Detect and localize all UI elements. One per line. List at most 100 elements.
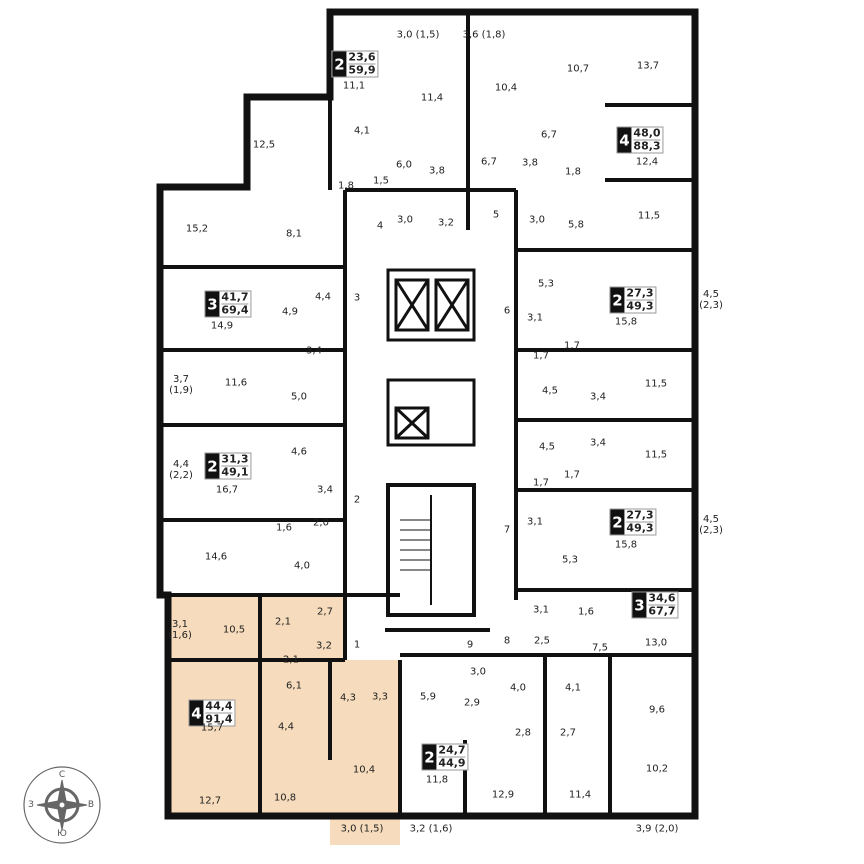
room-area-label: 15,8 [614,539,638,551]
room-area-label: 1,7 [564,340,580,352]
living-area: 24,7 [438,743,466,757]
room-area-label: 5,3 [538,278,554,290]
room-area-label: 8,1 [286,228,302,240]
room-count: 2 [610,509,625,535]
room-area-label: 4,0 [294,560,310,572]
room-area-label: 3,0 [470,666,486,678]
room-count: 3 [632,592,647,618]
room-area-label: 3,3 [372,691,388,703]
room-area-label: 1,5 [373,175,389,187]
total-area: 59,9 [348,63,376,77]
interior-walls [160,12,695,816]
room-area-label: 2,7 [317,606,333,618]
room-area-label: 2,0 [313,517,329,529]
room-area-label: 2,1 [283,654,299,666]
room-area-label: 3,1 [533,604,549,616]
room-area-label: 8 [503,635,511,647]
room-area-label: 16,7 [215,484,239,496]
compass-rose-icon [23,766,101,844]
total-area: 49,3 [626,299,654,313]
room-area-label: 3,2 (1,6) [409,823,453,835]
room-area-label: 7 [503,524,511,536]
room-area-label: 3,0 [397,214,413,226]
room-area-label: 1,8 [565,166,581,178]
room-area-label: 3,8 [522,157,538,169]
room-count: 3 [205,291,220,317]
room-count: 2 [332,51,347,77]
room-area-label: 1,7 [564,469,580,481]
living-area: 31,3 [221,452,249,466]
room-area-label: 5 [492,209,500,221]
room-count: 2 [205,453,220,479]
room-area-label: 1,8 [338,180,354,192]
room-area-label: 10,2 [645,763,669,775]
room-area-label: 2,1 [275,616,291,628]
room-area-label: 3,4 [590,437,606,449]
room-area-label: 11,5 [644,378,668,390]
room-area-label: 10,4 [352,764,376,776]
building-outline [156,8,699,820]
room-area-label: 4,5 [539,441,555,453]
total-area: 44,9 [438,756,466,770]
room-area-label: 12,5 [252,139,276,151]
room-area-label: 11,4 [568,789,592,801]
living-area: 48,0 [633,126,661,140]
room-area-label: 4,0 [510,682,526,694]
room-area-label: 1,7 [533,350,549,362]
total-area: 88,3 [633,139,661,153]
room-area-label: 4 [376,220,384,232]
room-area-label: 14,6 [204,551,228,563]
living-area: 23,6 [348,50,376,64]
room-area-label: 15,2 [185,223,209,235]
living-area: 27,3 [626,508,654,522]
room-area-label: 9,6 [649,704,665,716]
room-area-label: 7,5 [592,642,608,654]
room-area-label: 4,6 [291,446,307,458]
room-area-label: 3 [353,292,361,304]
room-area-label: 1 [353,639,361,651]
room-count: 4 [617,127,632,153]
room-area-label: 4,9 [282,306,298,318]
room-area-label: 11,1 [342,80,366,92]
room-area-label: 4,5 (2,3) [699,514,723,536]
room-area-label: 3,8 [429,165,445,177]
room-area-label: 5,9 [420,691,436,703]
room-area-label: 4,1 [565,682,581,694]
room-area-label: 6,1 [286,680,302,692]
room-area-label: 13,0 [644,637,668,649]
living-area: 44,4 [205,699,233,713]
room-area-label: 2,8 [515,727,531,739]
room-area-label: 3,4 [590,391,606,403]
room-area-label: 15,7 [200,722,224,734]
room-area-label: 4,1 [354,125,370,137]
room-area-label: 4,5 (2,3) [699,289,723,311]
room-area-label: 1,6 [276,522,292,534]
total-area: 69,4 [221,303,249,317]
room-area-label: 3,4 [306,345,322,357]
room-area-label: 5,0 [291,391,307,403]
room-area-label: 14,9 [210,320,234,332]
room-area-label: 3,2 [316,640,332,652]
room-area-label: 6,7 [541,129,557,141]
room-area-label: 4,4 (2,2) [169,459,193,481]
room-area-label: 3,0 (1,5) [340,823,384,835]
room-area-label: 6,7 [481,156,497,168]
highlighted-apartment-fill[interactable] [168,595,400,845]
room-area-label: 3,0 [529,214,545,226]
room-area-label: 3,0 (1,5) [396,29,440,41]
room-area-label: 4,4 [315,291,331,303]
room-area-label: 12,7 [198,795,222,807]
room-area-label: 4,3 [340,692,356,704]
room-area-label: 2 [353,494,361,506]
